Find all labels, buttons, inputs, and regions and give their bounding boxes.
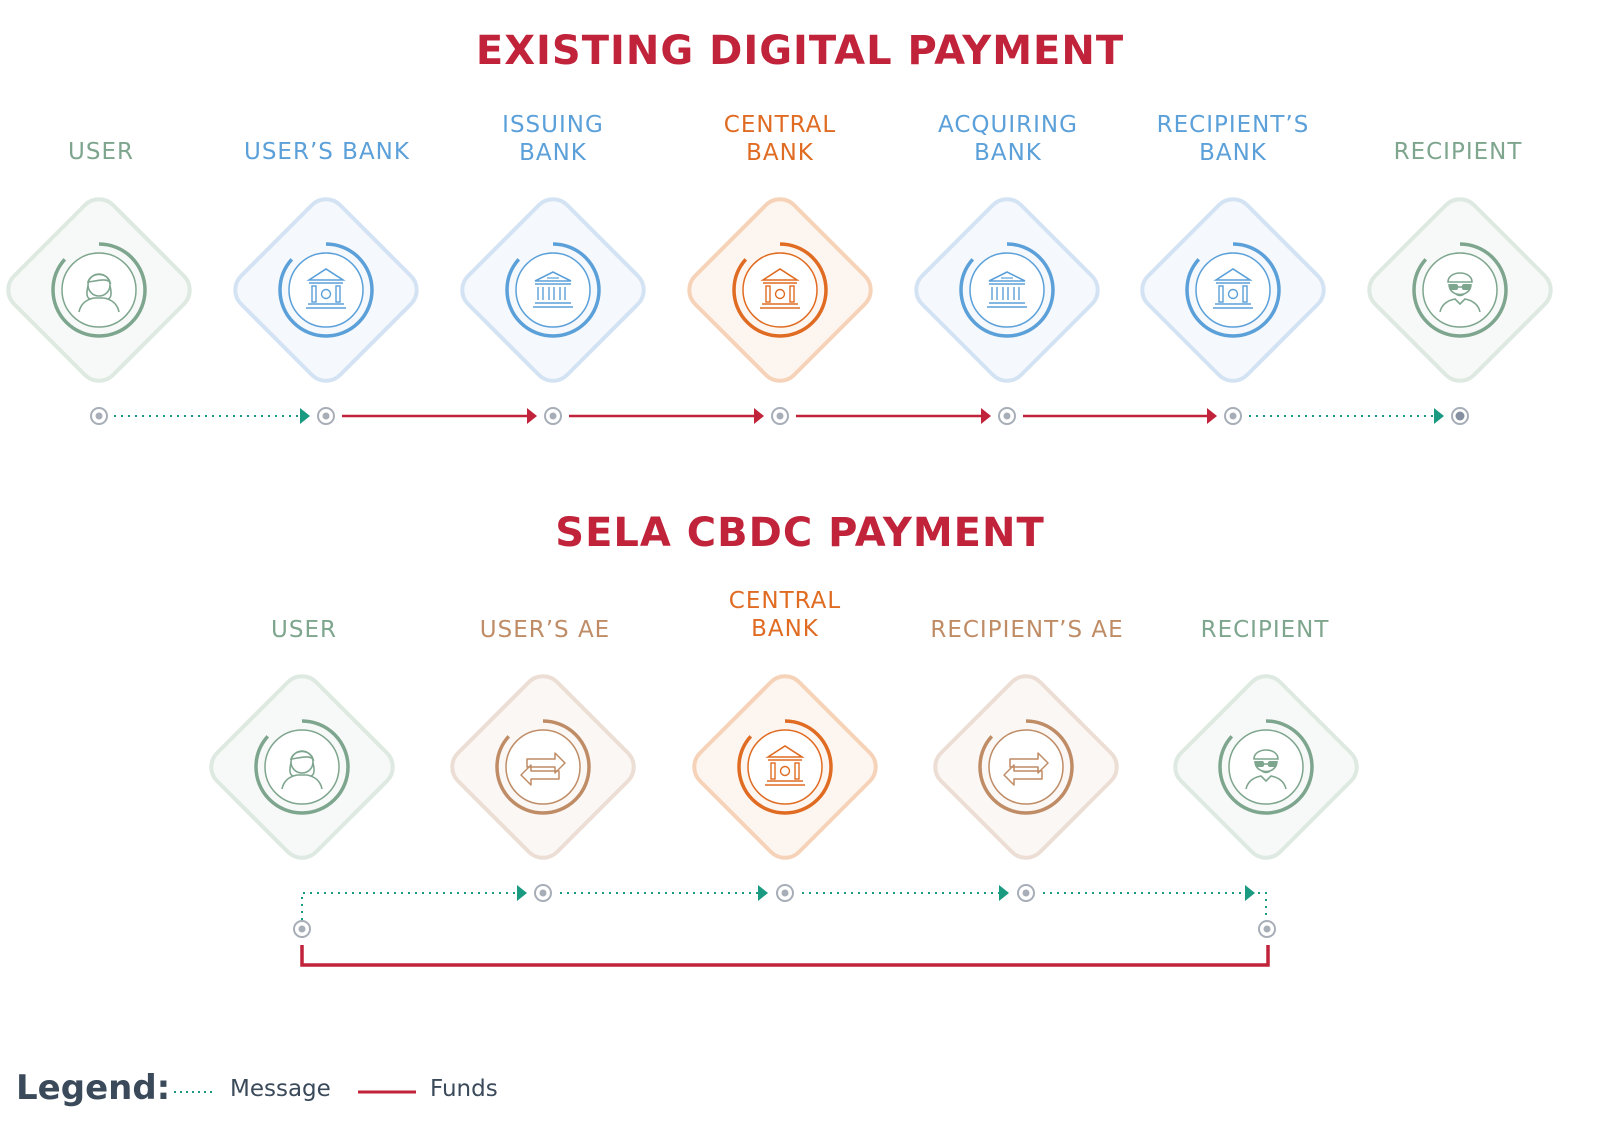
top-flow xyxy=(90,407,1469,425)
bottom-message-connector xyxy=(301,892,517,920)
top-node-recipients-bank xyxy=(1140,197,1326,383)
top-arrowhead xyxy=(527,408,537,424)
bottom-arrowhead xyxy=(758,885,768,901)
top-arrowhead xyxy=(754,408,764,424)
bottom-arrowhead xyxy=(517,885,527,901)
top-node-users-bank xyxy=(233,197,419,383)
top-node-acquiring-bank xyxy=(914,197,1100,383)
top-label-users-bank: USER’S BANK xyxy=(244,139,410,165)
top-arrowhead xyxy=(1207,408,1217,424)
top-node-central-bank xyxy=(687,197,873,383)
bottom-label-recipients-ae: RECIPIENT’S AE xyxy=(930,617,1124,643)
top-node-user xyxy=(6,197,192,383)
bottom-label-user: USER xyxy=(271,617,337,643)
bottom-arrowhead xyxy=(999,885,1009,901)
bottom-node-users-ae xyxy=(450,674,636,860)
top-label-recipient: RECIPIENT xyxy=(1393,139,1523,165)
bottom-funds-connector xyxy=(300,945,1270,967)
bottom-node-central-bank xyxy=(692,674,878,860)
top-label-user: USER xyxy=(68,139,134,165)
bottom-label-recipient: RECIPIENT xyxy=(1200,617,1330,643)
bottom-arrowhead xyxy=(1245,885,1255,901)
top-arrowhead xyxy=(300,408,310,424)
top-node-recipient xyxy=(1367,197,1553,383)
top-arrowhead xyxy=(1434,408,1444,424)
top-arrowhead xyxy=(981,408,991,424)
top-node-issuing-bank xyxy=(460,197,646,383)
legend-title: Legend: xyxy=(16,1068,171,1108)
bottom-node-recipient xyxy=(1173,674,1359,860)
bottom-flow xyxy=(293,884,1276,967)
legend-message-label: Message xyxy=(230,1076,331,1102)
bottom-message-connector xyxy=(1258,892,1267,920)
sela-payment-title: SELA CBDC PAYMENT xyxy=(555,510,1045,556)
bottom-node-recipients-ae xyxy=(933,674,1119,860)
existing-payment-title: EXISTING DIGITAL PAYMENT xyxy=(475,28,1125,74)
bottom-node-user xyxy=(209,674,395,860)
bottom-label-users-ae: USER’S AE xyxy=(479,617,611,643)
legend-funds-label: Funds xyxy=(430,1076,498,1102)
